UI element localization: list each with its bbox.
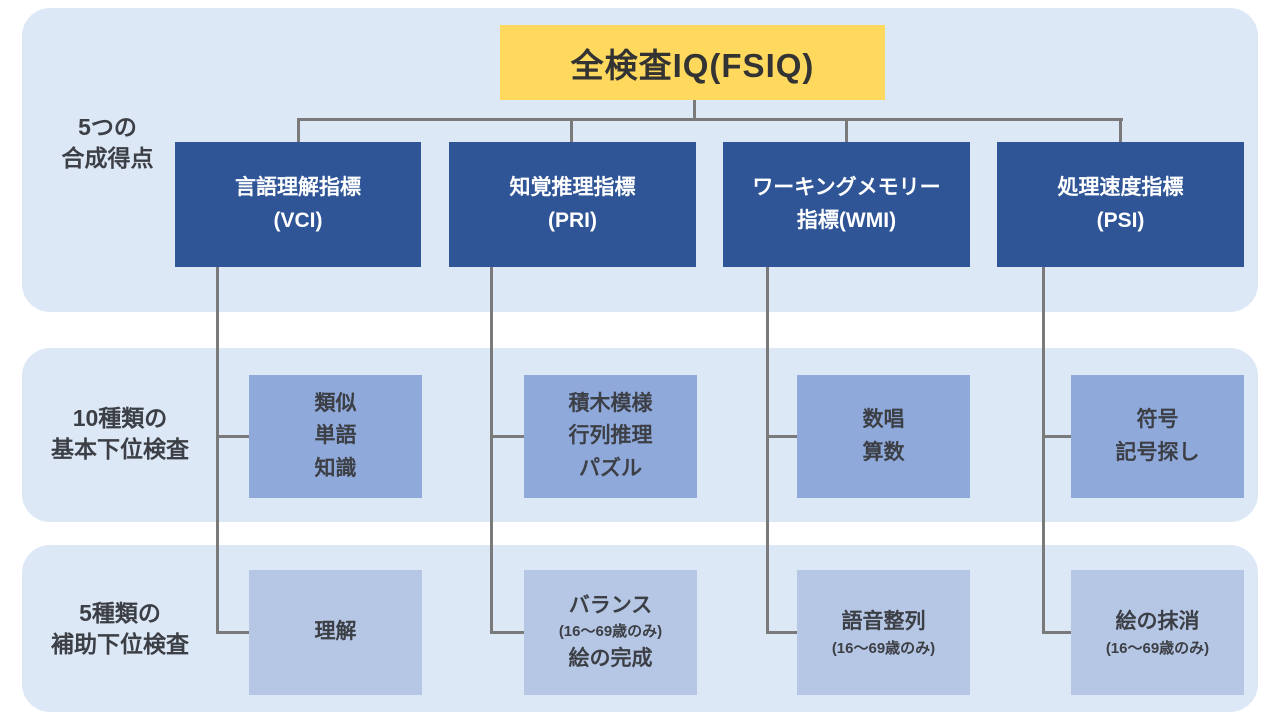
stub-suppl-psi [1042,631,1071,634]
connector-drop-pri [570,118,573,142]
row-label-supplementary: 5種類の 補助下位検査 [51,600,189,658]
row-label-composite: 5つの 合成得点 [61,114,154,172]
suppl-box-vci: 理解 [249,570,422,695]
connector-drop-wmi [845,118,848,142]
basic-box-psi: 符号 記号探し [1071,375,1244,498]
suppl-wmi-main: 語音整列 [841,610,926,634]
connector-column-psi [1042,267,1045,634]
suppl-pri-extra: 絵の完成 [568,646,653,670]
stub-suppl-wmi [766,631,797,634]
basic-box-vci: 類似 単語 知識 [249,375,422,498]
connector-column-wmi [766,267,769,634]
suppl-vci-main: 理解 [314,620,357,644]
connector-drop-psi [1119,118,1122,142]
stub-basic-vci [216,435,249,438]
suppl-psi-main: 絵の抹消 [1115,610,1200,634]
row-label-basic: 10種類の 基本下位検査 [51,405,189,463]
stub-basic-wmi [766,435,797,438]
suppl-box-psi: 絵の抹消 (16〜69歳のみ) [1071,570,1244,695]
stub-suppl-pri [490,631,524,634]
connector-drop-vci [297,118,300,142]
suppl-pri-main: バランス [568,593,653,617]
connector-column-vci [216,267,219,634]
index-box-vci: 言語理解指標 (VCI) [175,142,421,267]
fsiq-label: 全検査IQ(FSIQ) [570,46,815,84]
stub-suppl-vci [216,631,249,634]
stub-basic-psi [1042,435,1071,438]
suppl-wmi-note: (16〜69歳のみ) [831,639,936,657]
basic-box-wmi: 数唱 算数 [797,375,970,498]
suppl-box-pri: バランス (16〜69歳のみ) 絵の完成 [524,570,697,695]
suppl-pri-note: (16〜69歳のみ) [558,623,663,641]
suppl-psi-note: (16〜69歳のみ) [1105,639,1210,657]
suppl-box-wmi: 語音整列 (16〜69歳のみ) [797,570,970,695]
connector-column-pri [490,267,493,634]
index-box-pri: 知覚推理指標 (PRI) [449,142,696,267]
index-box-psi: 処理速度指標 (PSI) [997,142,1244,267]
connector-horizontal [297,118,1123,121]
index-box-wmi: ワーキングメモリー 指標(WMI) [723,142,970,267]
connector-fsiq-drop [693,100,696,119]
fsiq-box: 全検査IQ(FSIQ) [500,25,885,100]
basic-box-pri: 積木模様 行列推理 パズル [524,375,697,498]
stub-basic-pri [490,435,524,438]
